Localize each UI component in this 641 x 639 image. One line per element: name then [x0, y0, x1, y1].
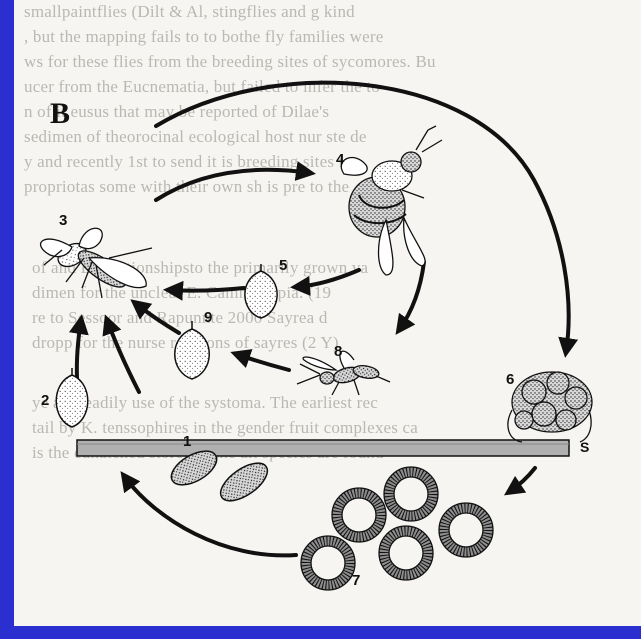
stage-number-4: 4 — [336, 151, 345, 168]
arrow-6-to-7 — [509, 468, 535, 492]
stage-number-6: 6 — [506, 371, 514, 388]
stage-number-2: 2 — [41, 392, 49, 409]
puparium-5 — [245, 264, 277, 318]
stage-number-7: 7 — [352, 572, 360, 589]
host-cluster-6 — [508, 372, 592, 442]
substrate-bar — [77, 440, 569, 456]
arrow-8-to-9 — [236, 354, 289, 370]
arrow-9-to-3 — [135, 303, 179, 333]
arrow-2-to-3 — [77, 320, 81, 378]
puparium-9 — [175, 321, 210, 379]
panel-label: B — [50, 97, 70, 130]
arrow-3-to-4 — [156, 170, 310, 200]
life-cycle-figure: B S — [14, 0, 641, 626]
arrow-4-to-5 — [296, 270, 359, 287]
scanned-page: smallpaintflies (Dilt & Al, stingflies a… — [14, 0, 641, 626]
arrow-7-to-1 — [124, 476, 296, 555]
arrow-4-to-8 — [399, 262, 424, 330]
arrow-5-to-3 — [169, 288, 244, 291]
adult-fly-4 — [341, 126, 442, 275]
adult-fly-3 — [41, 228, 152, 298]
stage-number-1: 1 — [183, 433, 191, 450]
stage-number-5: 5 — [279, 257, 287, 274]
ring-cells-7 — [301, 467, 493, 590]
parasitoid-wasp-8 — [297, 351, 390, 395]
arrow-up-to-3 — [107, 320, 139, 392]
stage-number-9: 9 — [204, 309, 212, 326]
puparium-2 — [56, 368, 88, 427]
stage-number-3: 3 — [59, 212, 67, 229]
stage-number-8: 8 — [334, 343, 342, 360]
